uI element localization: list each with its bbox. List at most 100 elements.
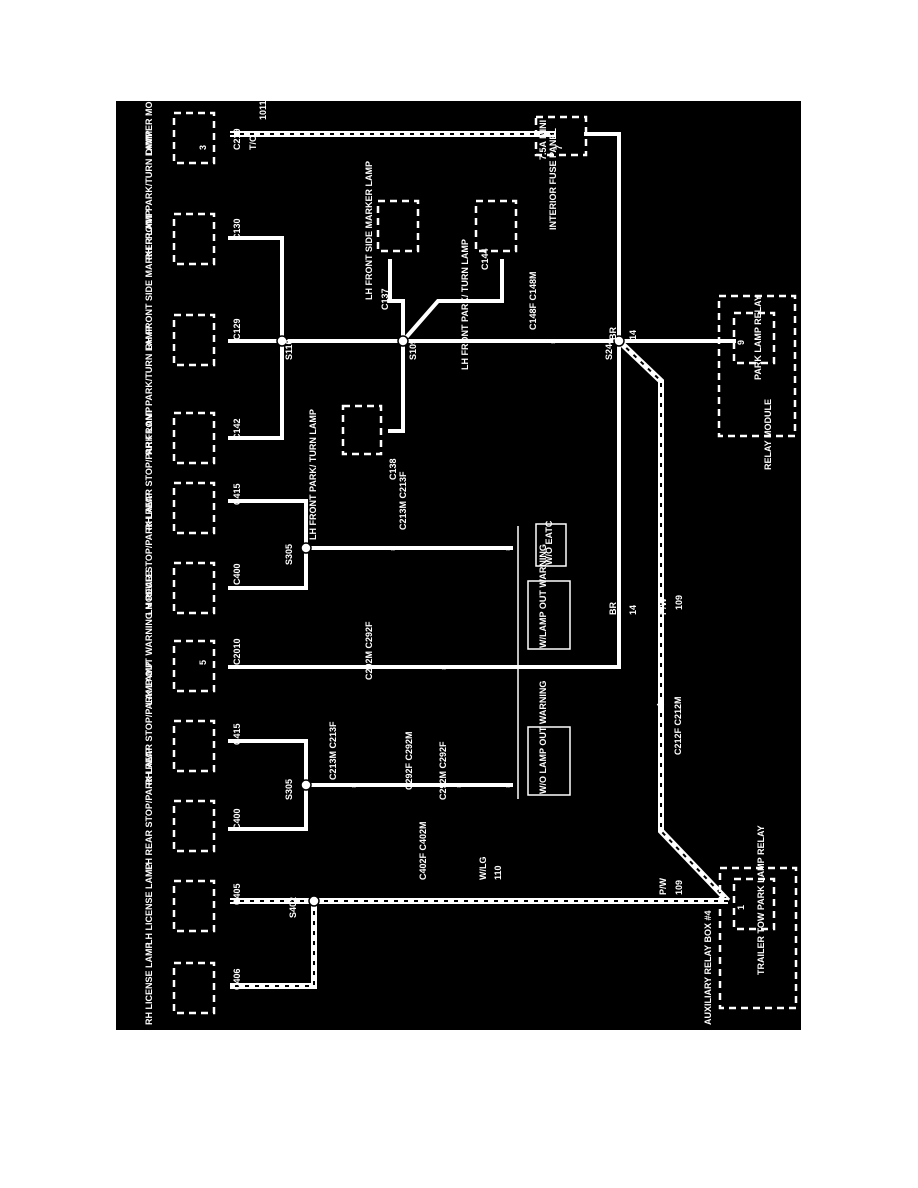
label-br-main: BR: [608, 327, 618, 340]
rh-license-lamp-box: [172, 961, 216, 1015]
label-s305a: S305: [284, 544, 294, 565]
label-br-trunk: BR: [608, 602, 618, 615]
label-c406: C406: [232, 968, 242, 990]
svg-text:«: «: [351, 780, 356, 790]
svg-text:«: «: [390, 543, 395, 553]
splice-s402: [308, 895, 320, 907]
splice-s109: [397, 335, 409, 347]
label-c144: C144: [480, 248, 490, 270]
label-rh-front-side-marker: RH FRONT SIDE MARKER LAMP: [144, 210, 154, 350]
option-box-w-lamp-out: [527, 580, 571, 650]
option-box-wo-eatc: [535, 523, 567, 567]
label-c137: C137: [380, 288, 390, 310]
wire-lh-front-park-lower: [388, 339, 405, 433]
svg-text:»: »: [429, 896, 434, 906]
label-c292b: C292M C292F: [438, 741, 448, 800]
wire-s244-to-trunk: [534, 339, 621, 669]
label-fuse-rating: 7.5A MINI: [538, 120, 548, 160]
splice-s110: [276, 335, 288, 347]
label-wlg: W/LG: [478, 857, 488, 881]
trailer-tow-relay-box: [732, 877, 776, 931]
label-c292c: C292F C292M: [404, 731, 414, 790]
label-lh-front-side-marker: LH FRONT SIDE MARKER LAMP: [364, 161, 374, 300]
label-wire-to: T/O: [248, 135, 258, 150]
label-lh-front-park-lower: LH FRONT PARK/ TURN LAMP: [308, 409, 318, 540]
svg-text:«: «: [441, 662, 446, 672]
label-rh-front-park-b: RH FRONT PARK/TURN LAMP: [144, 326, 154, 455]
label-auxiliary-relay-box: AUXILIARY RELAY BOX #4: [703, 910, 713, 1025]
label-circuit-1011: 1011: [258, 101, 268, 120]
label-interior-fuse-panel: INTERIOR FUSE PANEL: [548, 128, 558, 230]
label-lamp-out-pin: 5: [198, 660, 208, 665]
label-dimmer-module: DIMMER MODULE: [144, 101, 154, 155]
auxiliary-relay-box: [718, 866, 798, 1010]
dimmer-module-box: [172, 111, 216, 165]
svg-text:«: «: [505, 543, 510, 553]
wire-pw-rh-license: [230, 901, 317, 989]
option-box-wo-lamp-out: [527, 726, 571, 796]
label-c213b: C213M C213F: [328, 721, 338, 780]
label-c213a: C213M C213F: [398, 471, 408, 530]
label-lh-license: LH LICENSE LAMP: [144, 863, 154, 945]
label-c129: C129: [232, 318, 242, 340]
label-rh-front-park-a: RH FRONT PARK/TURN LAMP: [144, 131, 154, 260]
label-c109-b: 109: [674, 880, 684, 895]
wire-lh-front-park-upper: [400, 259, 504, 344]
label-rh-rear-stop-park-1: RH REAR STOP/PARK LAMP: [144, 407, 154, 530]
label-pw-a: P/W: [658, 597, 668, 615]
label-c292a: C292M C292F: [364, 621, 374, 680]
label-c109-a: 109: [674, 595, 684, 610]
label-park-lamp-relay: PARK LAMP RELAY: [753, 295, 763, 380]
label-c142: C142: [232, 418, 242, 440]
label-lh-rear-stop-park-2: LH REAR STOP/PARK LAMP: [144, 748, 154, 870]
svg-text:»: »: [551, 336, 556, 346]
lh-front-park-lower-box: [341, 404, 383, 456]
lh-rear-stop-park-2-box: [172, 799, 216, 853]
label-c415-b: C415: [232, 723, 242, 745]
label-c2010: C2010: [232, 638, 242, 665]
lh-front-side-marker-box: [376, 199, 420, 253]
lamp-out-warning-module-box: [172, 639, 216, 693]
label-pw-b: P/W: [658, 877, 668, 895]
label-c219: C219: [232, 128, 242, 150]
label-c415-a: C415: [232, 483, 242, 505]
label-c400-b: C400: [232, 808, 242, 830]
label-wo-eatc: W/O EATC: [544, 520, 554, 565]
wiring-diagram-svg: » « « « « « « « ◆ » DIMMER MODULE 3 C219…: [144, 77, 798, 1025]
splice-s244: [613, 335, 625, 347]
rh-rear-stop-park-2-box: [172, 719, 216, 773]
label-lh-rear-stop-park-1: LH REAR STOP/PARK LAMP: [144, 493, 154, 615]
rh-front-park-a-box: [172, 212, 216, 266]
wiring-diagram: » « « « « « « « ◆ » DIMMER MODULE 3 C219…: [116, 77, 801, 1030]
label-c405: C405: [232, 883, 242, 905]
wire-lh-side-marker: [388, 259, 405, 343]
svg-text:◆: ◆: [656, 699, 665, 709]
label-c212: C212F C212M: [673, 696, 683, 755]
splice-s305a: [300, 542, 312, 554]
splice-s305b: [300, 779, 312, 791]
label-relay-module: RELAY MODULE: [763, 399, 773, 470]
lh-license-lamp-box: [172, 879, 216, 933]
label-relay-pin: 9: [736, 340, 746, 345]
label-fuse-number: 7: [554, 145, 564, 150]
label-dimmer-pin: 3: [198, 145, 208, 150]
label-c400-a: C400: [232, 563, 242, 585]
label-w-lamp-out: W/LAMP OUT WARNING: [538, 544, 548, 648]
label-aux-pin: 1: [736, 905, 746, 910]
park-lamp-relay-box: [732, 311, 776, 365]
svg-text:«: «: [456, 780, 461, 790]
rh-rear-stop-park-1-box: [172, 481, 216, 535]
label-gauge-14-trunk: 14: [628, 605, 638, 615]
label-s305b: S305: [284, 779, 294, 800]
rh-front-side-marker-box: [172, 313, 216, 367]
label-s402: S402: [288, 897, 298, 918]
label-c110: 110: [493, 865, 503, 880]
label-s109: S109: [408, 339, 418, 360]
label-c138: C138: [388, 458, 398, 480]
label-rh-rear-stop-park-2: RH REAR STOP/PARK LAMP: [144, 662, 154, 785]
label-c148: C148F C148M: [528, 271, 538, 330]
rh-front-park-b-box: [172, 411, 216, 465]
label-rh-license: RH LICENSE LAMP: [144, 942, 154, 1025]
label-c130: C130: [232, 218, 242, 240]
wire-pw-109-main: [616, 338, 731, 904]
